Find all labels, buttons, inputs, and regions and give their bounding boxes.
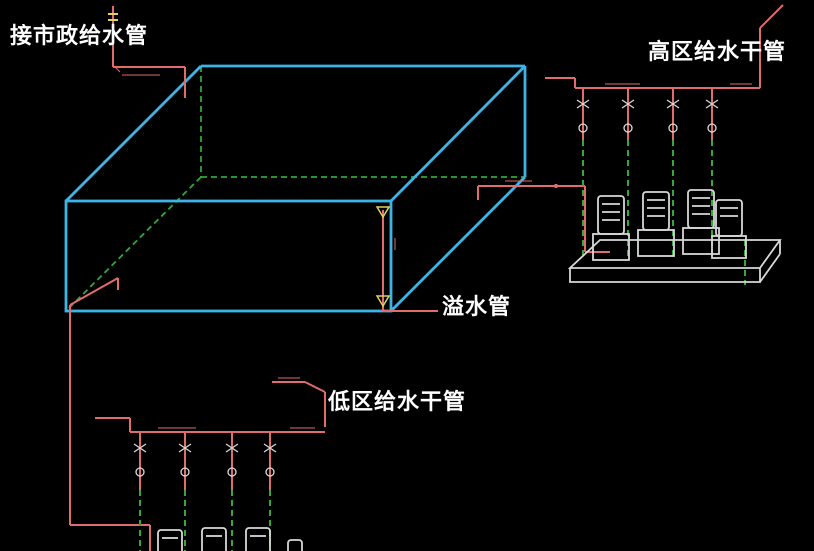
high-zone-valves <box>576 99 719 133</box>
overflow-pipe-label: 溢水管 <box>442 295 512 320</box>
tank-hidden-edges <box>65 66 525 312</box>
pump <box>157 529 183 551</box>
tank-visible-edges <box>64 64 527 313</box>
pump-base <box>567 239 782 283</box>
high-zone-main-label: 高区给水干管 <box>648 40 787 65</box>
low-zone-valves <box>133 443 277 477</box>
pump <box>592 195 630 261</box>
low-zone-main-label: 低区给水干管 <box>328 390 467 415</box>
low-zone-pumps <box>157 527 303 551</box>
pump <box>682 189 720 255</box>
low-zone-risers <box>139 490 271 551</box>
pump <box>201 527 227 551</box>
pump <box>287 539 303 551</box>
high-zone-manifold <box>545 4 784 140</box>
municipal-supply-label: 接市政给水管 <box>10 24 149 49</box>
overflow-hangers <box>375 206 391 308</box>
overflow-pipe <box>382 210 438 312</box>
pump <box>711 199 747 259</box>
water-tank <box>64 64 527 313</box>
municipal-inlet-pipe <box>108 6 186 98</box>
pump <box>637 191 675 257</box>
pump <box>245 527 271 551</box>
high-zone-pumps <box>592 189 747 261</box>
low-zone-suction-pipe <box>69 277 151 551</box>
tank-outlet-pipe <box>477 180 610 253</box>
low-zone-manifold <box>95 377 326 490</box>
